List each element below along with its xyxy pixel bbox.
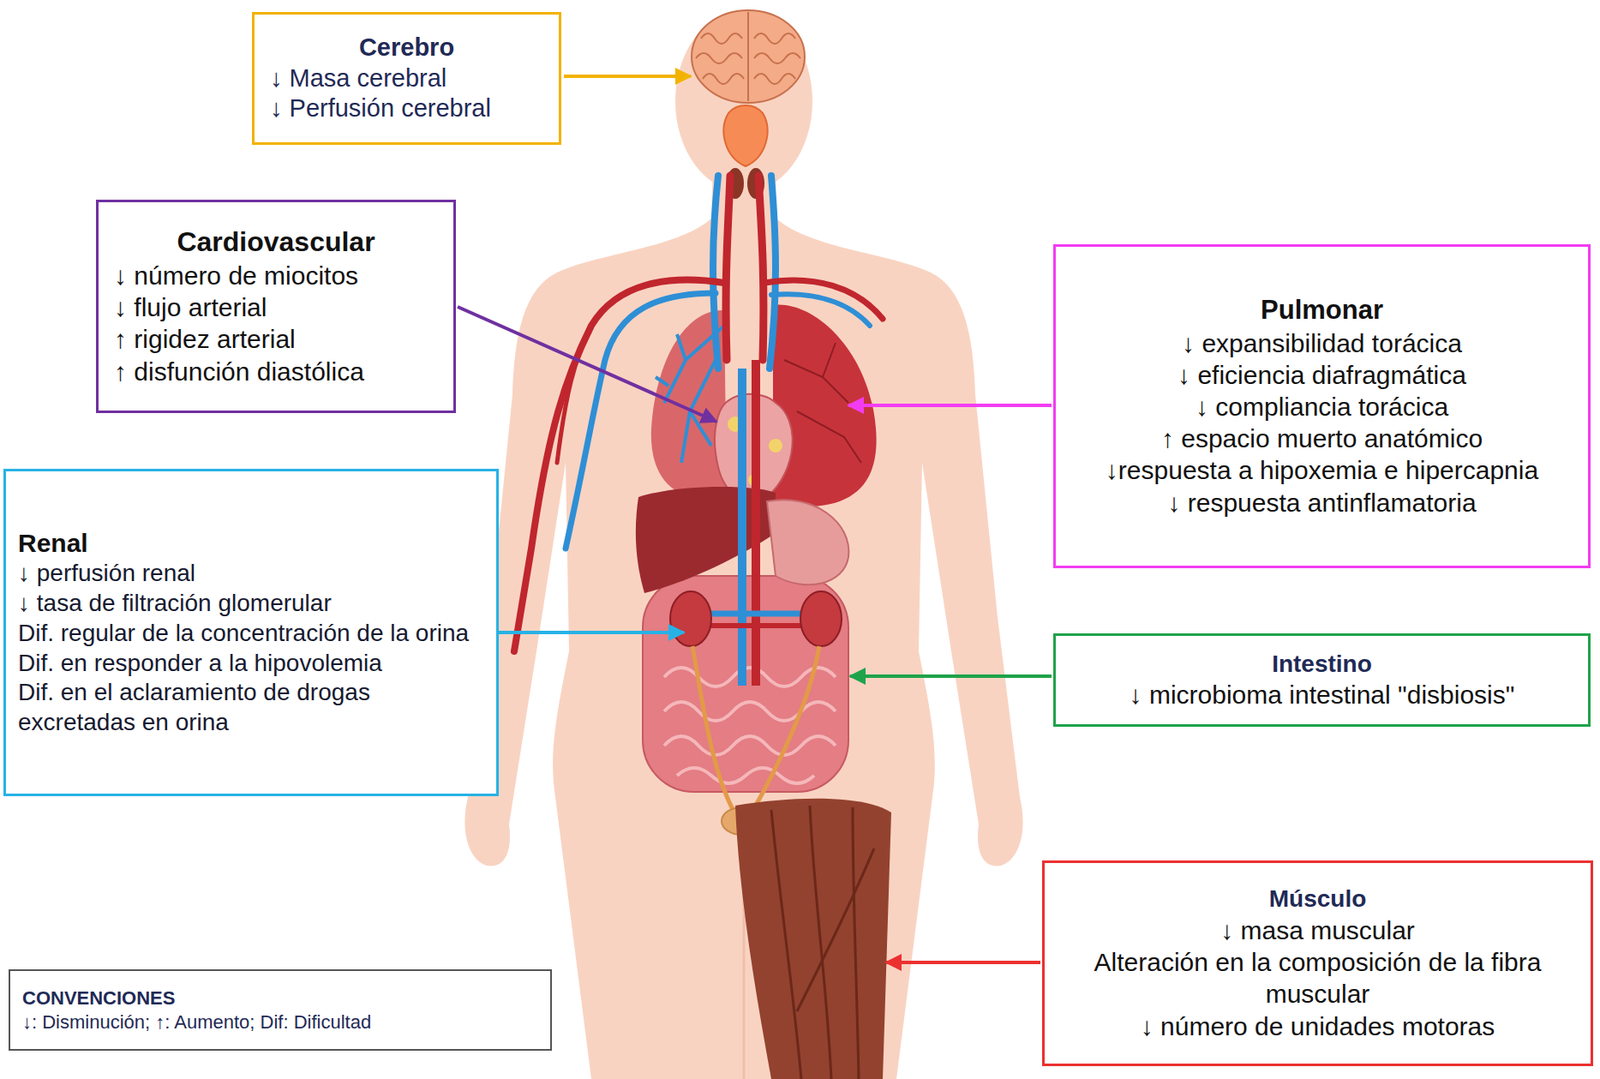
bronchus [677,334,686,360]
box-item: ↓respuesta a hipoxemia e hipercapnia [1076,454,1568,486]
box-heading: Intestino [1072,649,1571,680]
lung-vessels [784,342,862,463]
pituitary-gland [723,105,768,167]
ureter [750,646,820,815]
coil [664,701,836,721]
striation [797,848,875,1012]
brain [691,10,805,103]
box-item: Dif. en responder a la hipovolemia [17,648,485,679]
box-item: ↓ número de miocitos [113,259,438,292]
stomach [767,499,849,585]
leader-arrow [848,403,1052,408]
vena-cava [737,368,747,686]
lung-vessel [797,411,862,463]
box-item: ↓: Disminución; ↑: Aumento; Dif: Dificul… [22,1010,539,1034]
heart-fat [768,438,783,453]
head [675,10,813,192]
renal-vein [707,611,806,618]
brain-fissure [747,11,750,102]
ureter [692,646,736,815]
box-item: ↓ tasa de filtración glomerular [17,588,485,619]
organ-box: Músculo↓ masa muscularAlteración en la c… [1042,860,1594,1067]
organ-box: Renal↓ perfusión renal↓ tasa de filtraci… [3,468,499,797]
gyrus [754,53,801,64]
striation [809,805,832,1079]
gyrus [754,33,796,44]
jugular-vein [713,175,719,369]
box-item: ↓ microbioma intestinal "disbiosis" [1072,678,1571,711]
box-item: ↓ eficiencia diafragmática [1076,359,1568,391]
coil [664,736,836,756]
box-heading: Renal [17,527,485,559]
box-item: ↓ perfusión renal [17,558,485,589]
body-silhouette [464,162,1023,1079]
renal-artery [707,623,806,629]
box-heading: Músculo [1061,884,1574,915]
leader-arrow [457,306,717,422]
aorta [751,359,761,686]
bronchus [655,377,669,386]
gyrus [754,73,796,84]
leader-arrow [498,630,684,635]
gyrus [701,33,743,44]
box-item: Alteración en la composición de la fibra… [1061,946,1574,1010]
bronchus [681,359,716,463]
lung-vessel [822,342,836,378]
leader-arrow [563,74,691,78]
box-item: ↓ número de unidades motoras [1061,1010,1574,1043]
box-item: ↓ Perfusión cerebral [269,93,544,125]
arm-vein [771,293,870,326]
box-item: ↓ masa muscular [1061,914,1574,947]
box-item: ↑ disfunción diastólica [113,355,438,388]
leader-arrow [850,674,1052,678]
box-item: ↓ respuesta antinflamatoria [1076,486,1568,519]
box-heading: CONVENCIONES [22,986,539,1010]
box-item: ↓ compliancia torácica [1076,390,1568,423]
organ-box: Intestino↓ microbioma intestinal "disbio… [1053,633,1591,727]
box-item: ↓ Masa cerebral [269,63,544,95]
thigh-muscle [735,798,892,1079]
gyrus [695,53,743,64]
arm-artery [514,280,725,652]
box-heading: Cerebro [269,32,544,64]
coil [677,767,815,784]
arm-artery [557,325,592,463]
box-item: Dif. regular de la concentración de la o… [17,618,485,649]
carotid-artery [758,175,764,360]
lung-vessel [784,359,849,403]
conventions-box: CONVENCIONES↓: Disminución; ↑: Aumento; … [8,969,552,1051]
striation [852,807,859,1079]
organ-box: Cerebro↓ Masa cerebral↓ Perfusión cerebr… [251,11,562,145]
carotid-artery [725,175,731,360]
box-item: ↓ expansibilidad torácica [1076,327,1568,360]
box-item: Dif. en el aclaramiento de drogas excret… [17,677,485,738]
box-item: ↓ flujo arterial [113,291,438,324]
kidney [670,591,712,647]
organ-box: Pulmonar↓ expansibilidad torácica↓ efici… [1053,244,1591,569]
jugular-vein [769,175,776,369]
organ-box: Cardiovascular↓ número de miocitos↓ fluj… [95,199,456,414]
gyrus [702,73,744,84]
brain-gyri [695,11,801,102]
box-heading: Pulmonar [1076,293,1568,327]
muscle-striations [771,805,875,1079]
leader-arrow [886,960,1041,965]
box-heading: Cardiovascular [113,225,438,260]
kidney [800,591,842,647]
box-item: ↑ rigidez arterial [113,323,438,355]
box-item: ↑ espacio muerto anatómico [1076,422,1568,455]
striation [771,809,802,1079]
